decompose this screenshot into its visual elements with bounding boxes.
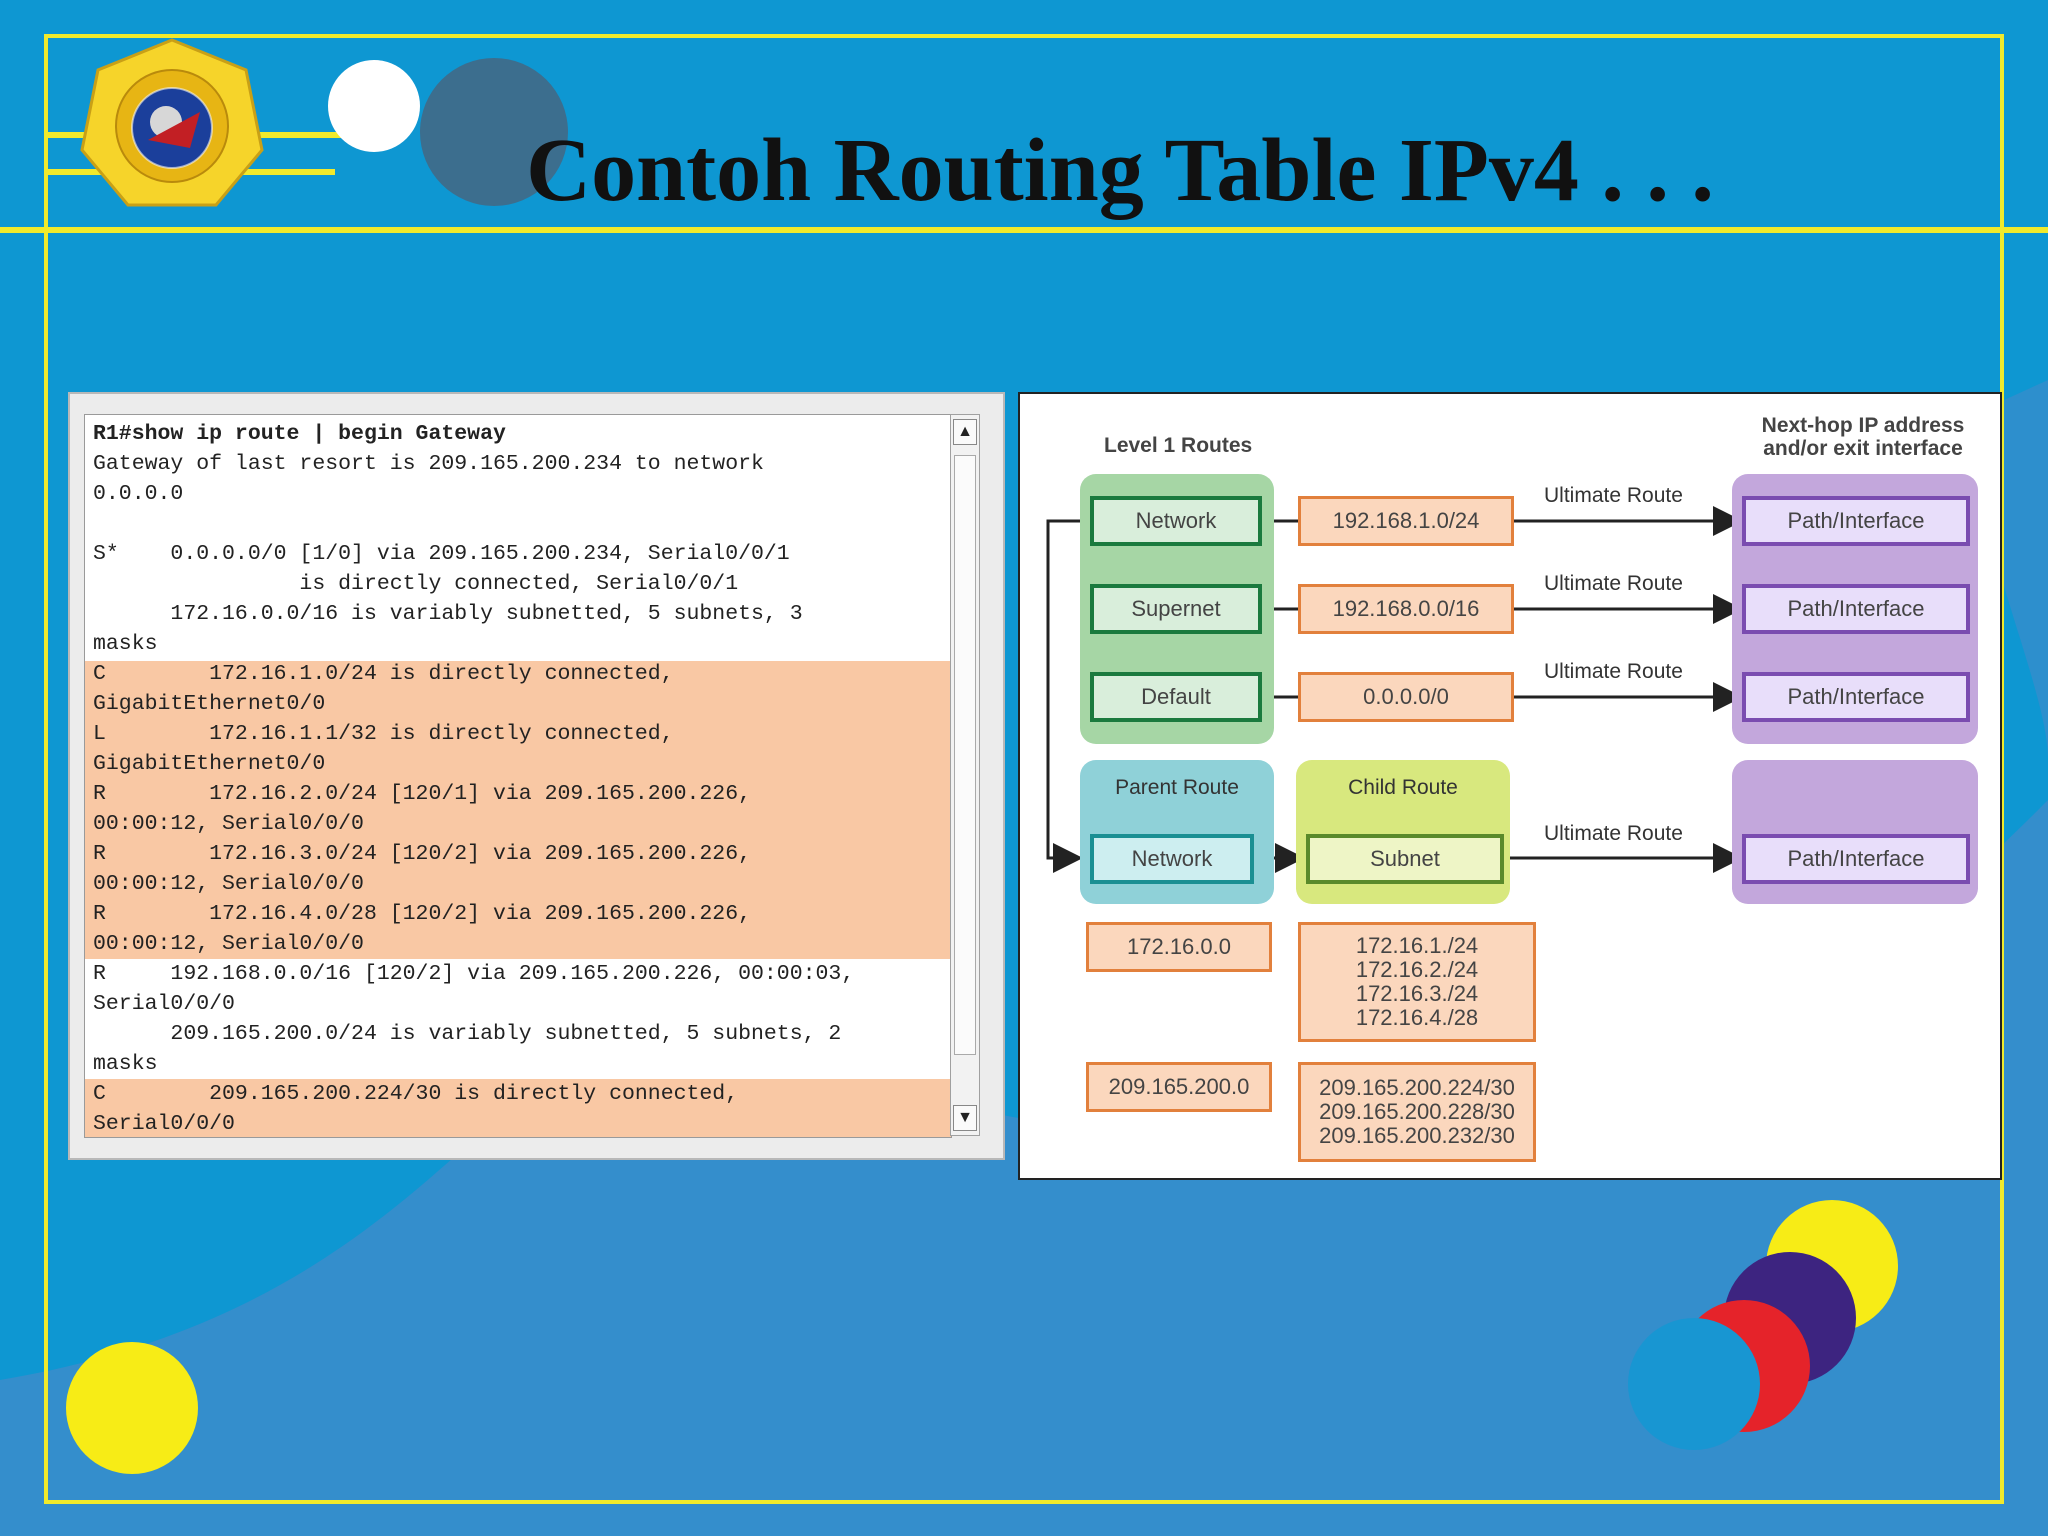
example-child-2-2: 209.165.200.228/30: [1319, 1099, 1515, 1124]
terminal-line: R 172.16.2.0/24 [120/1] via 209.165.200.…: [93, 782, 752, 806]
example-child-2-1: 209.165.200.224/30: [1319, 1075, 1515, 1100]
parent-route-label: Parent Route: [1115, 776, 1239, 799]
child-route-label: Child Route: [1348, 776, 1458, 799]
terminal-line: Serial0/0/0: [93, 1112, 235, 1136]
terminal-line: C 209.165.200.224/30 is directly connect…: [93, 1082, 739, 1106]
example-child-2-3: 209.165.200.232/30: [1319, 1123, 1515, 1148]
ultimate-route-label-1: Ultimate Route: [1544, 484, 1683, 507]
level1-prefix-2: 192.168.0.0/16: [1298, 584, 1514, 634]
terminal-line: R1#show ip route | begin Gateway: [93, 422, 506, 446]
deco-circle-blue: [1628, 1318, 1760, 1450]
scroll-thumb[interactable]: [954, 455, 976, 1055]
example-child-1-4: 172.16.4./28: [1355, 1005, 1479, 1030]
diagram-arrows: [1046, 506, 1743, 873]
level1-type-default: Default: [1090, 672, 1262, 722]
terminal-line: 00:00:12, Serial0/0/0: [93, 872, 364, 896]
deco-circle-white: [328, 60, 420, 152]
level1-prefix-3: 0.0.0.0/0: [1298, 672, 1514, 722]
frame-border: [44, 34, 2004, 1504]
terminal-line: 0.0.0.0: [93, 482, 184, 506]
example-child-1-2: 172.16.2./24: [1355, 957, 1479, 982]
child-subnet-box: Subnet: [1306, 834, 1504, 884]
nexthop-label-line1: Next-hop IP address: [1761, 414, 1965, 437]
example-parent-1: 172.16.0.0: [1086, 922, 1272, 972]
terminal-line: R 172.16.3.0/24 [120/2] via 209.165.200.…: [93, 842, 752, 866]
terminal-line: R 192.168.0.0/16 [120/2] via 209.165.200…: [93, 962, 855, 986]
terminal-line: L 172.16.1.1/32 is directly connected,: [93, 722, 674, 746]
example-children-2: 209.165.200.224/30 209.165.200.228/30 20…: [1298, 1062, 1536, 1162]
nexthop-label-line2: and/or exit interface: [1763, 437, 1963, 460]
terminal-line: masks: [93, 632, 158, 656]
scroll-down-icon[interactable]: ▼: [953, 1105, 977, 1131]
terminal-line: 209.165.200.0/24 is variably subnetted, …: [93, 1022, 842, 1046]
parent-network-box: Network: [1090, 834, 1254, 884]
example-child-1-1: 172.16.1./24: [1355, 933, 1479, 958]
highlight-block-209: [85, 1079, 951, 1137]
ultimate-route-label-4: Ultimate Route: [1544, 822, 1683, 845]
slide-title: Contoh Routing Table IPv4 . . .: [526, 120, 1714, 220]
path-interface-3: Path/Interface: [1742, 672, 1970, 722]
terminal-line: 172.16.0.0/16 is variably subnetted, 5 s…: [93, 602, 803, 626]
terminal-line: masks: [93, 1052, 158, 1076]
example-parent-2: 209.165.200.0: [1086, 1062, 1272, 1112]
terminal-scrollbar[interactable]: ▲ ▼: [950, 414, 980, 1136]
unikom-logo: [80, 38, 264, 207]
terminal-line: GigabitEthernet0/0: [93, 752, 326, 776]
terminal-line: is directly connected, Serial0/0/1: [93, 572, 739, 596]
level1-routes-label: Level 1 Routes: [1104, 434, 1253, 457]
deco-circle-dark: [420, 58, 568, 206]
highlight-block-172: [85, 661, 951, 959]
deco-circle-yellow-left: [66, 1342, 198, 1474]
ultimate-route-label-2: Ultimate Route: [1544, 572, 1683, 595]
example-children-1: 172.16.1./24 172.16.2./24 172.16.3./24 1…: [1298, 922, 1536, 1042]
terminal-line: Gateway of last resort is 209.165.200.23…: [93, 452, 764, 476]
path-interface-2: Path/Interface: [1742, 584, 1970, 634]
terminal-line: Serial0/0/0: [93, 992, 235, 1016]
level1-type-supernet: Supernet: [1090, 584, 1262, 634]
terminal-line: R 172.16.4.0/28 [120/2] via 209.165.200.…: [93, 902, 752, 926]
terminal-line: [93, 509, 943, 539]
terminal-line: 00:00:12, Serial0/0/0: [93, 932, 364, 956]
level1-type-network: Network: [1090, 496, 1262, 546]
terminal-line: C 172.16.1.0/24 is directly connected,: [93, 662, 674, 686]
terminal-line: GigabitEthernet0/0: [93, 692, 326, 716]
ultimate-route-label-3: Ultimate Route: [1544, 660, 1683, 683]
path-interface-1: Path/Interface: [1742, 496, 1970, 546]
terminal-line: 00:00:12, Serial0/0/0: [93, 812, 364, 836]
path-interface-4: Path/Interface: [1742, 834, 1970, 884]
example-child-1-3: 172.16.3./24: [1355, 981, 1479, 1006]
level1-prefix-1: 192.168.1.0/24: [1298, 496, 1514, 546]
terminal-line: S* 0.0.0.0/0 [1/0] via 209.165.200.234, …: [93, 542, 790, 566]
scroll-up-icon[interactable]: ▲: [953, 419, 977, 445]
routing-diagram: Level 1 Routes Next-hop IP address and/o…: [1018, 392, 2002, 1180]
